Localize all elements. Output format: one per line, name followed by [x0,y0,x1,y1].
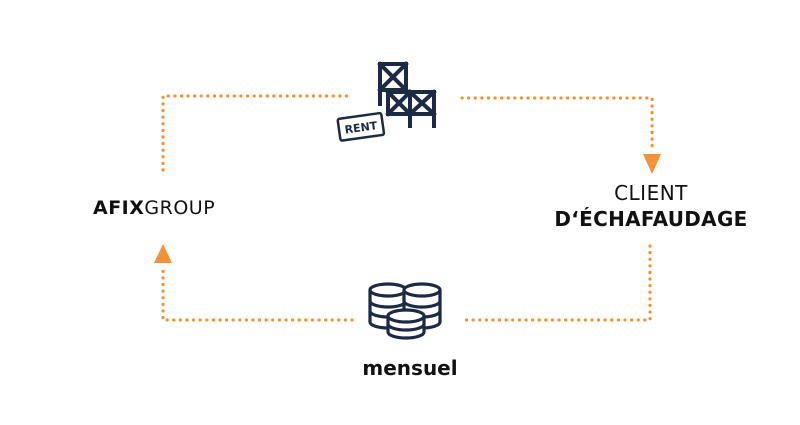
client-label-line2: D‘ÉCHAFAUDAGE [554,207,748,231]
arrow-up-icon [154,244,172,263]
connector-top-left [161,94,354,172]
monthly-label: mensuel [362,356,458,380]
rent-tag: RENT [336,111,386,142]
rent-tag-label: RENT [344,119,379,136]
client-label-line1: CLIENT [614,181,688,205]
afixgroup-label: AFIXGROUP [93,197,215,219]
scaffolding-icon [377,61,437,128]
connector-bottom-left [161,264,354,322]
arrow-down-icon [643,154,661,174]
afix-bold-text: AFIX [93,197,145,219]
connector-bottom-right [460,244,652,322]
connector-top-right [460,96,654,152]
coins-stack-icon [368,282,442,340]
group-regular-text: GROUP [144,197,216,219]
